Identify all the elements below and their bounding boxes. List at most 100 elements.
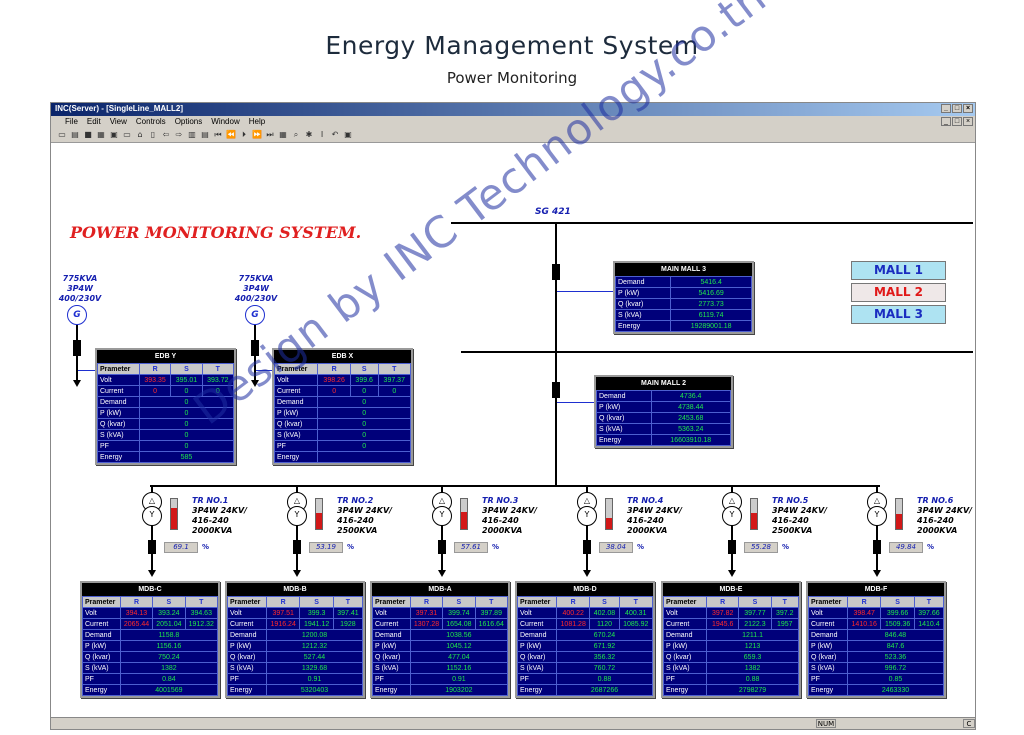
row-value: 1329.68 <box>265 662 364 674</box>
row-value: 760.72 <box>555 662 654 674</box>
feeder-arrow <box>873 570 881 577</box>
transformer-icon[interactable]: △Y <box>577 492 597 526</box>
transformer-icon[interactable]: △Y <box>142 492 162 526</box>
phase-t-value: 1928 <box>332 618 364 630</box>
fast-forward-icon[interactable]: ⏩ <box>252 130 262 139</box>
window-titlebar[interactable]: INC(Server) - [SingleLine_MALL2] _ □ × <box>51 103 975 116</box>
transformer-icon[interactable]: △Y <box>867 492 887 526</box>
open-icon[interactable]: ▤ <box>71 130 79 139</box>
transformer-icon[interactable]: △Y <box>722 492 742 526</box>
list-icon[interactable]: ▤ <box>201 130 209 139</box>
generator-y-icon[interactable]: G <box>67 305 87 325</box>
breaker-transformer[interactable] <box>148 540 156 554</box>
minimize-button[interactable]: _ <box>941 104 951 113</box>
transformer-icon[interactable]: △Y <box>287 492 307 526</box>
menu-help[interactable]: Help <box>248 117 266 126</box>
maximize-button[interactable]: □ <box>952 104 962 113</box>
row-value: 2453.68 <box>650 412 731 424</box>
forward-icon[interactable]: ⇨ <box>175 130 183 139</box>
row-label: PF <box>273 440 319 452</box>
new-icon[interactable]: ▭ <box>58 130 66 139</box>
load-percent-field: 57.61 <box>454 542 488 553</box>
zoom-icon[interactable]: ⌕ <box>293 130 299 139</box>
col-header: S <box>880 596 915 608</box>
breaker-transformer[interactable] <box>728 540 736 554</box>
breaker-gen-y[interactable] <box>73 340 81 356</box>
child-close-button[interactable]: × <box>963 117 973 126</box>
menu-controls[interactable]: Controls <box>135 117 166 126</box>
row-value <box>317 451 411 463</box>
settings-icon[interactable]: ▣ <box>344 130 352 139</box>
breaker-main-3[interactable] <box>552 264 560 280</box>
breaker-transformer[interactable] <box>438 540 446 554</box>
page-icon[interactable]: ▯ <box>150 130 156 139</box>
save-icon[interactable]: ■ <box>84 130 92 139</box>
breaker-transformer[interactable] <box>583 540 591 554</box>
monitor-icon[interactable]: ▣ <box>110 130 118 139</box>
col-header: T <box>377 363 412 375</box>
row-value: 19289001.18 <box>670 320 752 332</box>
child-restore-button[interactable]: □ <box>952 117 962 126</box>
print-icon[interactable]: ▦ <box>97 130 105 139</box>
feeder-line <box>151 485 153 575</box>
breaker-transformer[interactable] <box>873 540 881 554</box>
window-title: INC(Server) - [SingleLine_MALL2] <box>55 104 184 113</box>
screen-icon[interactable]: ▭ <box>123 130 131 139</box>
rewind-icon[interactable]: ⏪ <box>226 130 236 139</box>
mall-3-button[interactable]: MALL 3 <box>851 305 946 324</box>
cursor-icon[interactable]: I <box>320 130 324 139</box>
menu-window[interactable]: Window <box>211 117 240 126</box>
mall-2-button[interactable]: MALL 2 <box>851 283 946 302</box>
row-value: 1382 <box>119 662 219 674</box>
menu-options[interactable]: Options <box>174 117 203 126</box>
row-label: Energy <box>227 684 267 696</box>
undo-icon[interactable]: ↶ <box>331 130 339 139</box>
mall-1-button[interactable]: MALL 1 <box>851 261 946 280</box>
col-header: R <box>317 363 351 375</box>
last-icon[interactable]: ⏭ <box>266 130 274 139</box>
col-header: S <box>738 596 772 608</box>
row-label: Energy <box>808 684 848 696</box>
play-icon[interactable]: ⏵ <box>242 130 246 139</box>
panel-title: MDB-B <box>227 583 363 596</box>
row-label: P (kW) <box>82 640 121 652</box>
feeder-line <box>441 485 443 575</box>
layout-icon[interactable]: ▦ <box>279 130 287 139</box>
row-label: P (kW) <box>808 640 848 652</box>
tool-icon[interactable]: ✱ <box>305 130 313 139</box>
feeder-line <box>296 485 298 575</box>
close-button[interactable]: × <box>963 104 973 113</box>
home-icon[interactable]: ⌂ <box>137 130 143 139</box>
menu-file[interactable]: File <box>65 117 78 126</box>
menu-view[interactable]: View <box>109 117 127 126</box>
breaker-transformer[interactable] <box>293 540 301 554</box>
breaker-main-2[interactable] <box>552 382 560 398</box>
row-value: 523.36 <box>846 651 945 663</box>
row-label: Energy <box>273 451 319 463</box>
phase-t-value: 1957 <box>770 618 799 630</box>
row-label: PF <box>82 673 121 685</box>
col-header: S <box>349 363 379 375</box>
first-icon[interactable]: ⏮ <box>214 130 222 139</box>
load-percent-field: 53.19 <box>309 542 343 553</box>
breaker-gen-x[interactable] <box>251 340 259 356</box>
child-minimize-button[interactable]: _ <box>941 117 951 126</box>
menu-edit[interactable]: Edit <box>86 117 101 126</box>
back-icon[interactable]: ⇦ <box>162 130 170 139</box>
transformer-icon[interactable]: △Y <box>432 492 452 526</box>
col-header: Prameter <box>662 596 708 608</box>
grid-icon[interactable]: ▥ <box>188 130 196 139</box>
generator-x-icon[interactable]: G <box>245 305 265 325</box>
row-value: 0 <box>317 440 411 452</box>
